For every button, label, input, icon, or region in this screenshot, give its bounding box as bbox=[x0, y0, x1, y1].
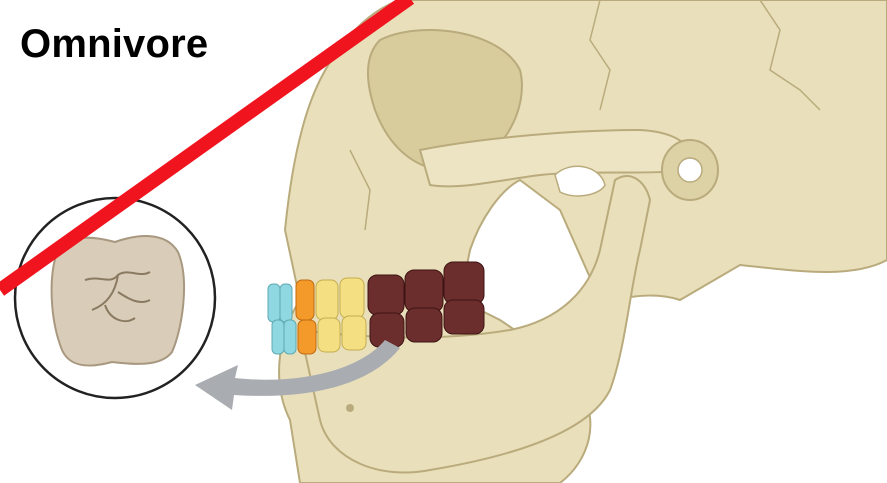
molar-crown bbox=[52, 236, 184, 366]
mental-foramen bbox=[346, 404, 354, 412]
ear-canal bbox=[678, 158, 702, 182]
diet-label: Omnivore bbox=[20, 22, 208, 67]
tooth-magnifier-circle bbox=[15, 198, 215, 398]
